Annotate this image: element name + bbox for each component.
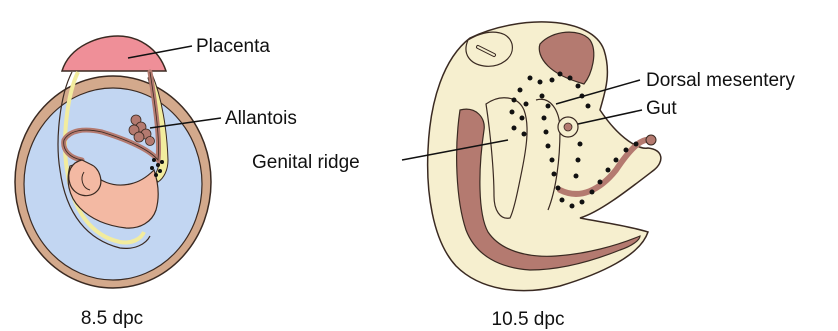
tail-tip: [646, 135, 656, 145]
neural-tube: [466, 32, 512, 66]
embryo-10-5-dpc: Dorsal mesentery Gut Genital ridge 10.5 …: [252, 22, 795, 330]
caption-right: 10.5 dpc: [492, 309, 565, 330]
placenta-label: Placenta: [196, 36, 270, 57]
caption-left: 8.5 dpc: [81, 308, 143, 329]
embryo-8-5-dpc: Placenta Allantois 8.5 dpc: [15, 36, 297, 329]
genital-ridge-label: Genital ridge: [252, 152, 360, 173]
dorsal-mesentery-label: Dorsal mesentery: [646, 70, 795, 91]
gut-label: Gut: [646, 98, 677, 119]
allantois-label: Allantois: [225, 108, 297, 129]
